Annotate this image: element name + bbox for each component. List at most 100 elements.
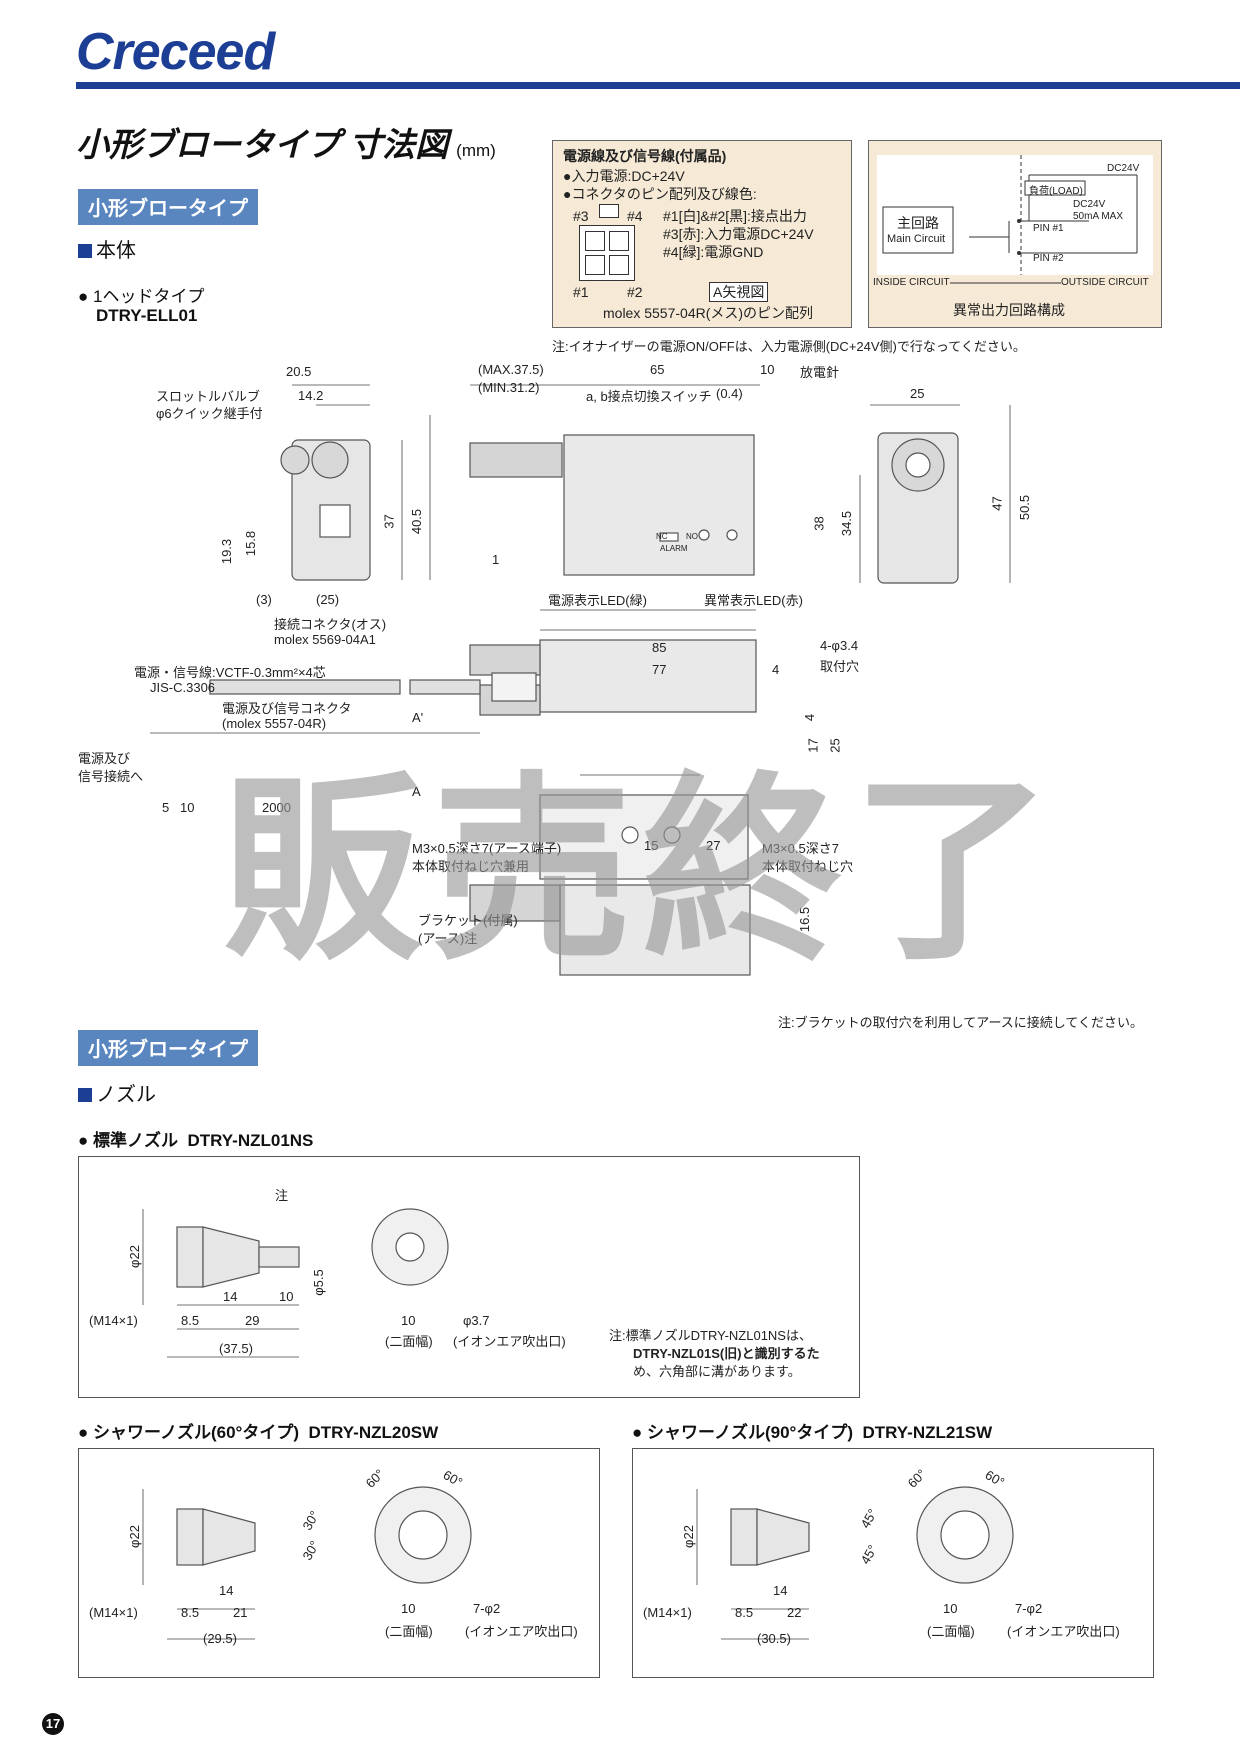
label-to-power-1: 電源及び: [78, 751, 131, 766]
item-model-1head: DTRY-ELL01: [96, 306, 198, 325]
dim-5: 5: [162, 800, 170, 815]
dim-10-cable: 10: [180, 800, 195, 815]
circuit-outside: OUTSIDE CIRCUIT: [1061, 277, 1149, 288]
nozzle-60-frame: φ22 30° 30° 14 8.5 21 (29.5) (M14×1) 60°…: [78, 1448, 600, 1678]
section-tag-nozzle: 小形ブロータイプ: [78, 1030, 258, 1066]
nozzle-std-dim-14: 14: [223, 1289, 238, 1304]
page-title: 小形ブロータイプ 寸法図(mm): [76, 118, 496, 166]
dim-15: 15: [644, 838, 659, 853]
dim-25-paren: (25): [316, 592, 340, 607]
dim-min-31-2: (MIN.31.2): [478, 380, 540, 395]
label-alarm: ALARM: [660, 544, 688, 553]
dim-1: 1: [492, 552, 500, 567]
connector-key-icon: [599, 204, 619, 218]
nozzle-90-dim-8-5: 8.5: [735, 1605, 754, 1620]
wiring-caption: molex 5557-04R(メス)のピン配列: [603, 305, 814, 321]
label-no: NO: [686, 532, 698, 541]
nozzle-90-dim-outlet: (イオンエア吹出口): [1007, 1624, 1120, 1639]
dim-4-top: 4: [772, 662, 780, 677]
label-bracket-1: ブラケット(付属): [418, 913, 518, 928]
pin-label-3: #3: [573, 208, 589, 224]
circuit-pin2: PIN #2: [1033, 253, 1064, 264]
dim-4-side: 4: [802, 713, 818, 722]
circuit-load: 負荷(LOAD): [1029, 186, 1083, 197]
dim-38: 38: [811, 516, 827, 531]
dim-3: (3): [256, 592, 272, 607]
nozzle-std-dim-10: 10: [279, 1289, 294, 1304]
nozzle-90-dim-flat-label: (二面幅): [927, 1624, 975, 1639]
subheading-body: 本体: [78, 234, 136, 263]
nozzle-std-note-mark: 注: [275, 1188, 289, 1203]
dim-14-2: 14.2: [298, 388, 324, 403]
item-heading-1head: ● 1ヘッドタイプ: [78, 287, 205, 306]
nozzle-60-dim-7-phi2: 7-φ2: [473, 1601, 501, 1616]
nozzle-90-dim-14: 14: [773, 1583, 788, 1598]
discontinued-stamp: 販売終了: [222, 755, 1063, 988]
page-title-unit: (mm): [456, 141, 496, 160]
dim-15-8: 15.8: [243, 530, 259, 557]
nozzle-90-dim-m14: (M14×1): [643, 1605, 692, 1620]
nozzle-60-dim-m14: (M14×1): [89, 1605, 138, 1620]
nozzle-60-dim-29-5: (29.5): [203, 1631, 237, 1646]
label-m3-right-1: M3×0.5深さ7: [762, 841, 839, 856]
label-m3-left-1: M3×0.5深さ7(アース端子): [412, 841, 562, 856]
dim-17: 17: [805, 738, 821, 753]
connector-pin-icon: [579, 225, 635, 281]
nozzle-90-dim-phi22: φ22: [680, 1525, 696, 1548]
subheading-nozzle: ノズル: [78, 1078, 156, 1107]
header-bar: [76, 82, 1240, 89]
nozzle-90-dim-7-phi2: 7-φ2: [1015, 1601, 1043, 1616]
dim-2000: 2000: [262, 800, 291, 815]
main-circuit-jp: 主回路: [897, 215, 939, 231]
pin-desc-2: #3[赤]:入力電源DC+24V: [663, 226, 814, 242]
dim-25-top: 25: [827, 738, 843, 753]
label-cable-spec: 電源・信号線:VCTF-0.3mm²×4芯: [134, 665, 326, 680]
nozzle-60-dim-8-5: 8.5: [181, 1605, 200, 1620]
pin-label-2: #2: [627, 284, 643, 300]
nozzle-60-dim-outlet: (イオンエア吹出口): [465, 1624, 578, 1639]
label-power-led: 電源表示LED(緑): [548, 593, 647, 608]
dim-47: 47: [989, 496, 1005, 511]
brand-logo: Creceed: [76, 23, 275, 81]
dim-37: 37: [381, 514, 397, 529]
nozzle-60-dim-flat-label: (二面幅): [385, 1624, 433, 1639]
label-connector-male: 接続コネクタ(オス): [274, 617, 387, 632]
label-discharge-needle: 放電針: [800, 365, 840, 380]
dim-85: 85: [652, 640, 667, 655]
label-bracket-2: (アース)注: [418, 931, 478, 946]
nozzle-90-dim-10: 10: [943, 1601, 958, 1616]
label-alarm-led: 異常表示LED(赤): [704, 593, 803, 608]
dim-77: 77: [652, 662, 667, 677]
nozzle-std-dim-10-flat: 10: [401, 1313, 416, 1328]
label-connector-model: molex 5569-04A1: [274, 632, 376, 647]
nozzle-std-dim-phi22: φ22: [126, 1245, 142, 1268]
alarm-circuit-diagram: [877, 155, 1153, 284]
label-signal-connector-model: (molex 5557-04R): [222, 716, 327, 731]
nozzle-90-dim-22: 22: [787, 1605, 802, 1620]
label-mount-hole-2: 取付穴: [820, 659, 860, 674]
dim-25-end: 25: [910, 386, 925, 401]
circuit-info-box: DC24V 負荷(LOAD) DC24V 50mA MAX 主回路 Main C…: [868, 140, 1162, 328]
bracket-note: 注:ブラケットの取付穴を利用してアースに接続してください。: [778, 1015, 1144, 1030]
pin-label-1: #1: [573, 284, 589, 300]
circuit-dc24v: DC24V: [1107, 163, 1140, 174]
circuit-dc24v-max: DC24V: [1073, 199, 1106, 210]
nozzle-std-frame: 注 φ22 φ5.5 14 10 8.5 29 (37.5) (M14×1) 1…: [78, 1156, 860, 1398]
label-m3-left-2: 本体取付ねじ穴兼用: [412, 859, 530, 874]
label-cable-std: JIS-C.3306: [150, 680, 216, 695]
dim-10: 10: [760, 362, 775, 377]
section-tag-body: 小形ブロータイプ: [78, 189, 258, 225]
wiring-line2: ●コネクタのピン配列及び線色:: [563, 186, 757, 202]
nozzle-std-drawing: [142, 1208, 449, 1358]
square-bullet-icon: [78, 1088, 92, 1102]
wiring-title: 電源線及び信号線(付属品): [563, 148, 727, 164]
pin-desc-1: #1[白]&#2[黒]:接点出力: [663, 208, 807, 224]
dim-34-5: 34.5: [839, 510, 855, 537]
circuit-caption: 異常出力回路構成: [953, 302, 1065, 318]
circuit-inside: INSIDE CIRCUIT: [873, 277, 950, 288]
label-quick-fitting: φ6クイック継手付: [156, 406, 263, 421]
nozzle-std-dim-29: 29: [245, 1313, 260, 1328]
label-to-power-2: 信号接続へ: [78, 769, 144, 784]
label-arrow-a-prime: A': [412, 710, 424, 725]
label-switch: a, b接点切換スイッチ: [586, 389, 712, 404]
